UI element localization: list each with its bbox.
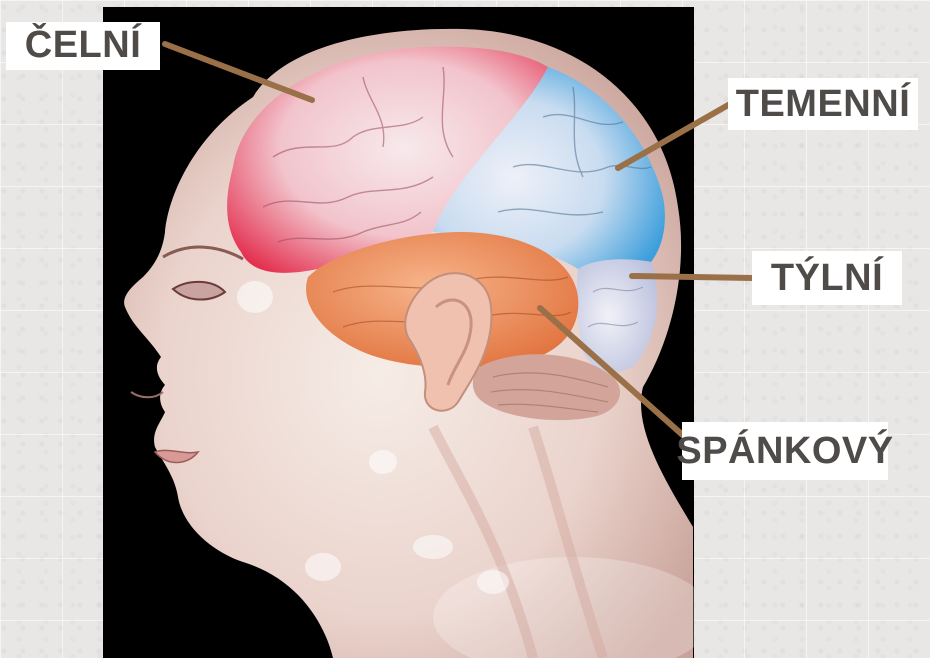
label-frontal-lobe: ČELNÍ [6,22,160,70]
head-brain-illustration [103,7,694,658]
brain-lobes-drawing [103,7,694,658]
label-occipital-lobe: TÝLNÍ [752,251,902,305]
label-temporal-lobe: SPÁNKOVÝ [682,422,888,480]
label-parietal-lobe: TEMENNÍ [728,78,918,130]
